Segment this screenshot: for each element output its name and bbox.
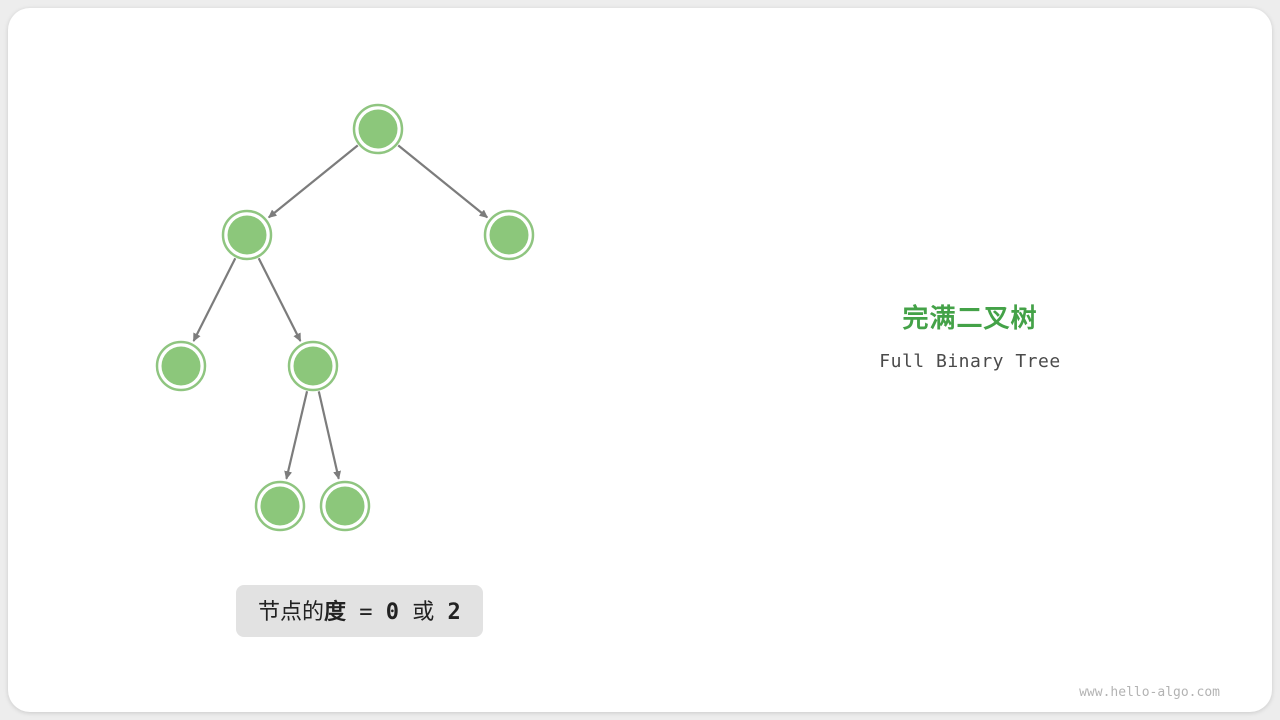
figure-card: [8, 8, 1272, 712]
watermark: www.hello-algo.com: [1079, 685, 1220, 700]
caption-segment-pre: 节点的: [258, 600, 325, 625]
figure-subtitle: Full Binary Tree: [879, 351, 1061, 372]
caption-segment-eq: =: [346, 600, 386, 625]
caption-segment-val2: 2: [447, 600, 461, 625]
caption-segment-or: 或: [399, 600, 448, 625]
caption-segment-term: 度: [324, 600, 347, 625]
caption-segment-val1: 0: [385, 600, 400, 625]
title-block: 完满二叉树 Full Binary Tree: [830, 298, 1110, 372]
figure-title: 完满二叉树: [902, 303, 1038, 333]
caption-box: 节点的度 = 0 或 2: [236, 585, 483, 637]
